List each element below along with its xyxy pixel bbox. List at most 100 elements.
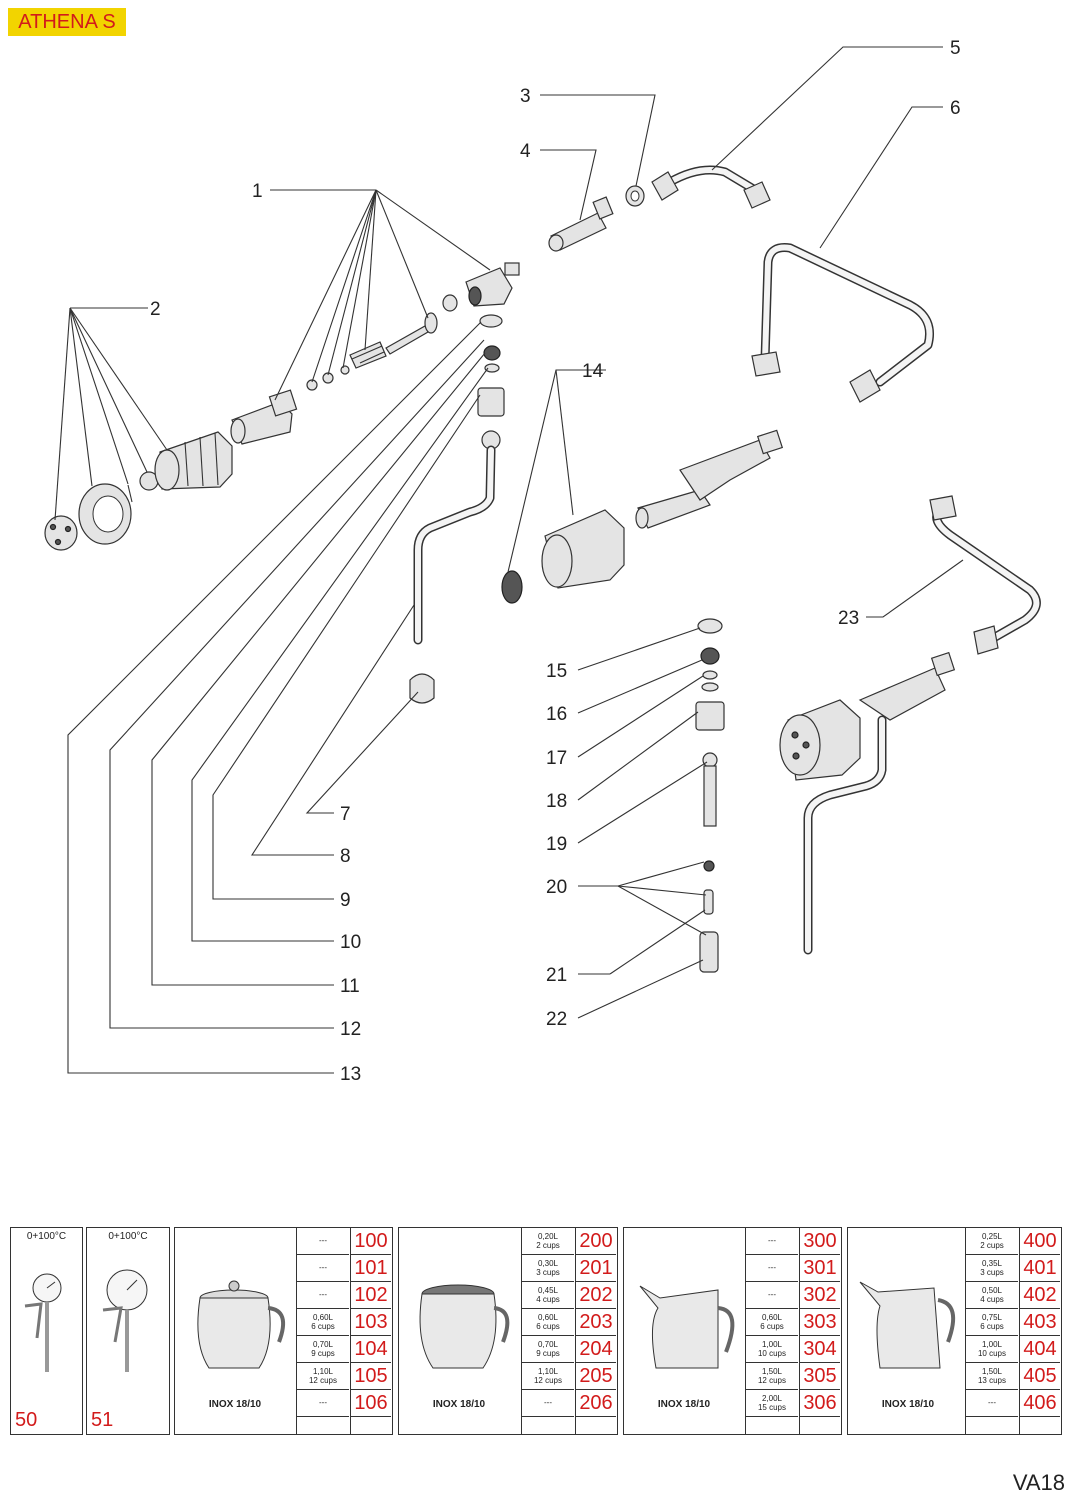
jug-part-code: 104 [351, 1336, 391, 1363]
pipe-fittings-top [548, 165, 771, 252]
thermometer-range: 0+100°C [108, 1231, 148, 1242]
thermometer-code: 51 [91, 1409, 114, 1431]
jug-part-code: 203 [576, 1309, 616, 1336]
jug-part-code: 103 [351, 1309, 391, 1336]
jug-capacity-cell: --- [297, 1390, 349, 1417]
jug-part-code: 205 [576, 1363, 616, 1390]
jug-capacity: 0,70L [537, 1340, 559, 1349]
thermometer-clip-icon [102, 1269, 148, 1372]
jug-capacity: --- [544, 1398, 552, 1407]
jug-part-code: 402 [1020, 1282, 1060, 1309]
jug-capacity: 0,60L [537, 1313, 559, 1322]
jug-cups: 2 cups [980, 1241, 1004, 1250]
jug-capacity: --- [319, 1290, 327, 1299]
thermometer-code: 50 [15, 1409, 38, 1431]
jug-cups: 12 cups [533, 1376, 563, 1385]
callout-15: 15 [546, 661, 567, 682]
jug-cups: 3 cups [536, 1268, 560, 1277]
page-code: VA18 [1012, 1470, 1065, 1495]
jug-capacity-cell: --- [966, 1390, 1018, 1417]
jug-capacity-cell: --- [297, 1255, 349, 1282]
model-badge: ATHENA S [8, 8, 126, 36]
jug-capacity: 1,50L [761, 1367, 783, 1376]
jug-cups: 10 cups [757, 1349, 787, 1358]
callout-13: 13 [340, 1064, 361, 1085]
jug-capacity-cell: --- [746, 1255, 798, 1282]
jug-capacity: 0,60L [761, 1313, 783, 1322]
jug-capacity: 0,45L [537, 1286, 559, 1295]
callout-18: 18 [546, 791, 567, 812]
leader-lines [54, 46, 964, 1074]
jug-capacity: 1,00L [981, 1340, 1003, 1349]
jug-capacity-cell: --- [297, 1228, 349, 1255]
jug-part-code: 204 [576, 1336, 616, 1363]
callout-21: 21 [546, 965, 567, 986]
jug-part-code: 301 [800, 1255, 840, 1282]
milk-jug-icon [419, 1284, 510, 1369]
callout-8: 8 [340, 846, 351, 867]
steam-knob-assembly-left [44, 431, 233, 551]
milk-jug-icon [197, 1280, 286, 1369]
steam-valve-parts [230, 262, 520, 445]
jug-capacity: 0,50L [981, 1286, 1003, 1295]
jug-capacity: 2,00L [761, 1394, 783, 1403]
thermometer-clip-icon [24, 1273, 62, 1372]
jug-capacity: 0,75L [981, 1313, 1003, 1322]
jug-part-code: 201 [576, 1255, 616, 1282]
jug-capacity: --- [319, 1263, 327, 1272]
jug-capacity: --- [768, 1263, 776, 1272]
jug-part-code: 200 [576, 1228, 616, 1255]
thermometer-51-box: 0+100°C 51 [86, 1227, 170, 1435]
jug-part-code: 405 [1020, 1363, 1060, 1390]
jug-capacity: --- [768, 1236, 776, 1245]
exploded-parts-diagram: 1 2 3 4 5 6 7 8 9 10 11 12 13 14 15 16 1… [44, 38, 1041, 1085]
jug-capacity: 0,35L [981, 1259, 1003, 1268]
callout-11: 11 [340, 976, 360, 997]
jug-part-code: 302 [800, 1282, 840, 1309]
callout-23: 23 [838, 608, 859, 629]
jug-part-code: 100 [351, 1228, 391, 1255]
callout-5: 5 [950, 38, 961, 59]
jug-part-code: 106 [351, 1390, 391, 1417]
jug-cups: 6 cups [536, 1322, 560, 1331]
jug-capacity: 1,10L [537, 1367, 559, 1376]
callout-4: 4 [520, 141, 531, 162]
callout-9: 9 [340, 890, 351, 911]
callout-7: 7 [340, 804, 351, 825]
jug-part-code: 300 [800, 1228, 840, 1255]
callout-6: 6 [950, 98, 961, 119]
jug-cups: 12 cups [757, 1376, 787, 1385]
callout-10: 10 [340, 932, 361, 953]
jug-part-code: 400 [1020, 1228, 1060, 1255]
jug-part-code: 404 [1020, 1336, 1060, 1363]
jug-part-code: 305 [800, 1363, 840, 1390]
jug-part-code: 303 [800, 1309, 840, 1336]
callout-12: 12 [340, 1019, 361, 1040]
callout-14: 14 [582, 361, 604, 382]
thermometer-50-box: 0+100°C 50 [10, 1227, 83, 1435]
jug-cups: 9 cups [311, 1349, 335, 1358]
callout-19: 19 [546, 834, 567, 855]
jug-capacity-cell: --- [522, 1390, 574, 1417]
small-parts-column [695, 618, 725, 973]
jug-capacity: 1,10L [312, 1367, 334, 1376]
steam-pipe-6 [751, 243, 934, 403]
jug-capacity-cell: --- [297, 1282, 349, 1309]
jug-cups: 13 cups [977, 1376, 1007, 1385]
jug-part-code: 304 [800, 1336, 840, 1363]
